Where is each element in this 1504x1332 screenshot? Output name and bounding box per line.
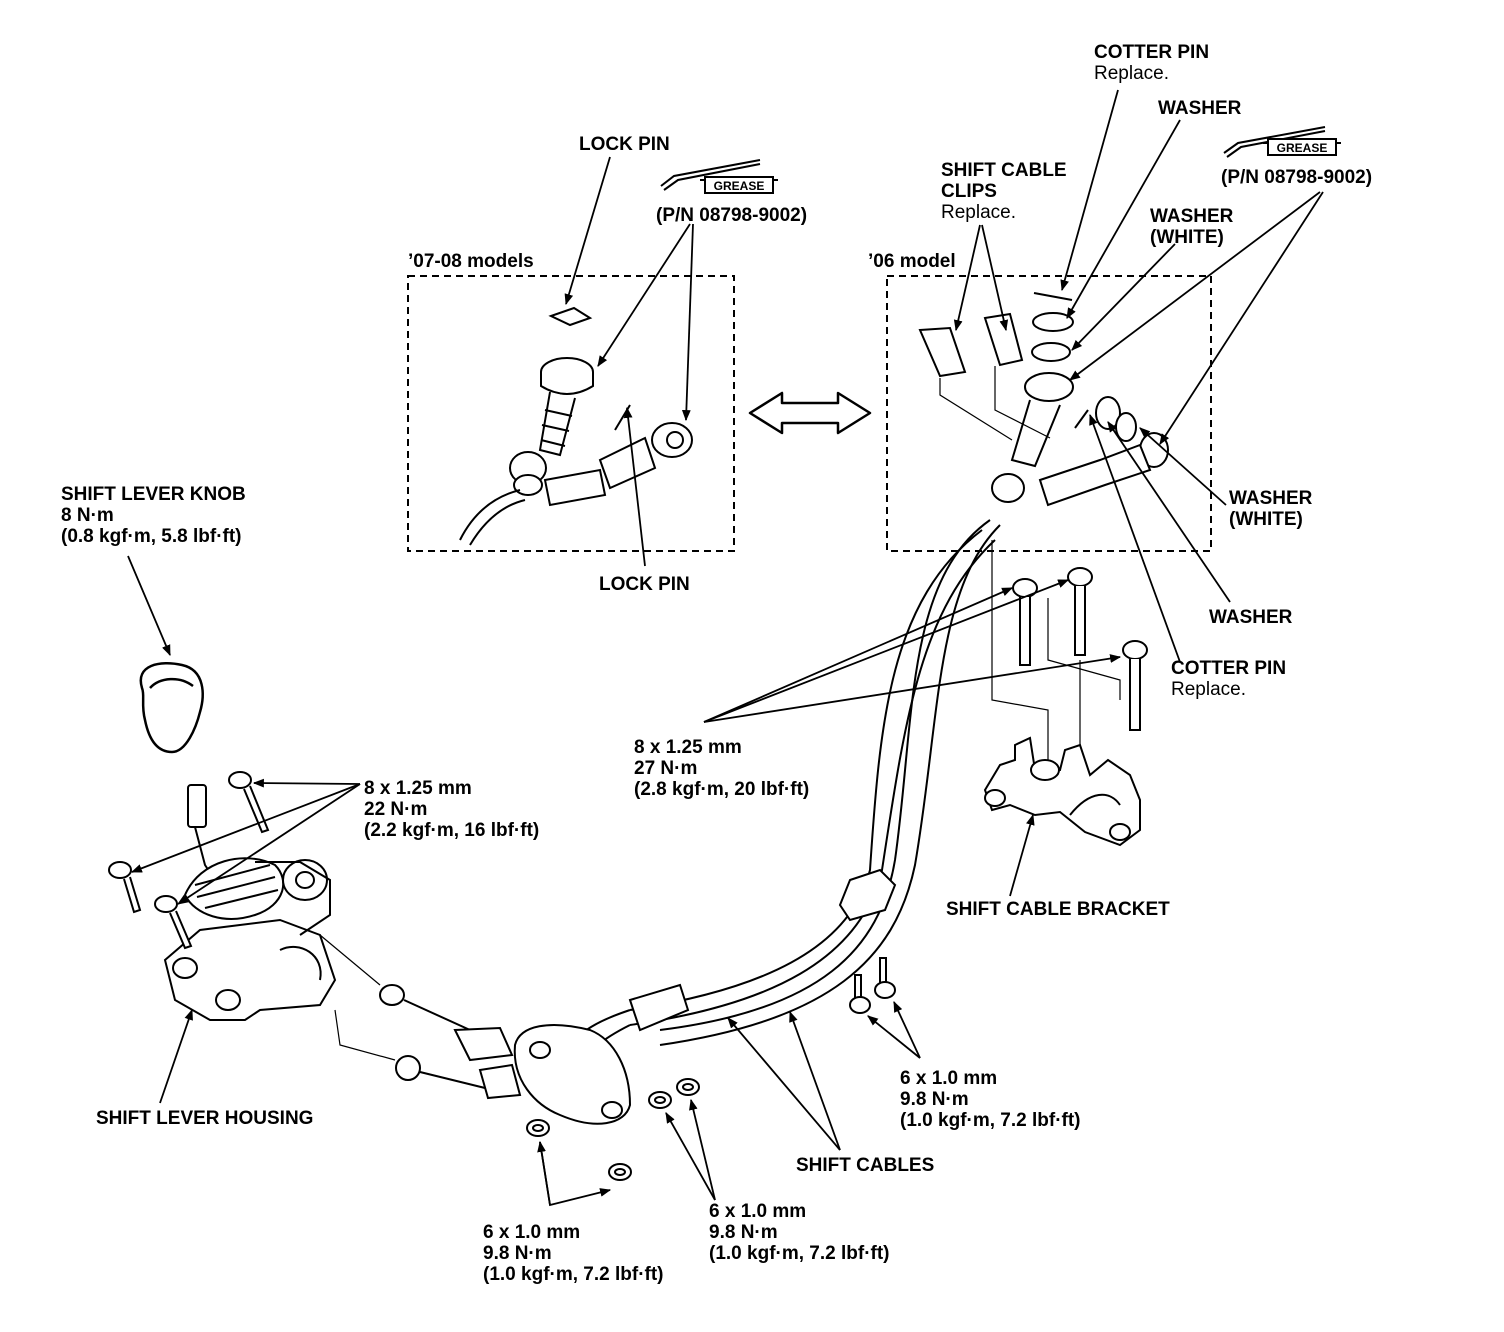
label-bracket-bolts: 8 x 1.25 mm 27 N·m (2.8 kgf·m, 20 lbf·ft… <box>634 737 810 800</box>
cable-end-fittings <box>379 984 632 1125</box>
label-washer-white-top: WASHER (WHITE) <box>1150 206 1234 248</box>
leader-arrows <box>127 89 1324 1207</box>
label-grease-part-left: (P/N 08798-9002) <box>656 205 808 226</box>
grease-tag-left: GREASE <box>714 179 765 193</box>
label-shift-cable-bracket: SHIFT CABLE BRACKET <box>946 899 1170 920</box>
label-washer-top: WASHER <box>1158 98 1242 119</box>
label-washer-white-right: WASHER (WHITE) <box>1229 488 1313 530</box>
label-grease-part-right: (P/N 08798-9002) <box>1221 167 1373 188</box>
label-right-bolts: 6 x 1.0 mm 9.8 N·m (1.0 kgf·m, 7.2 lbf·f… <box>900 1068 1081 1131</box>
grease-tube-icon-right: GREASE <box>1223 126 1341 158</box>
label-cotter-pin-right: COTTER PIN Replace. <box>1171 658 1287 700</box>
detail-box-06 <box>886 275 1212 552</box>
cable-mid-bracket <box>628 868 897 1032</box>
label-lock-pin-bottom: LOCK PIN <box>599 574 690 595</box>
nuts <box>526 1078 700 1181</box>
cable-bracket-bolts-lower <box>849 957 896 1014</box>
label-cotter-pin-top: COTTER PIN Replace. <box>1094 42 1210 84</box>
housing-bolts <box>108 771 270 950</box>
label-model-06: ’06 model <box>868 251 956 272</box>
label-shift-cables: SHIFT CABLES <box>796 1155 935 1176</box>
label-bottom-nuts-mid: 6 x 1.0 mm 9.8 N·m (1.0 kgf·m, 7.2 lbf·f… <box>709 1201 890 1264</box>
shift-cable-bracket <box>983 736 1141 847</box>
assembly-guide-lines <box>939 366 1121 760</box>
shift-lever-housing <box>163 784 337 1021</box>
label-shift-lever-housing: SHIFT LEVER HOUSING <box>96 1108 314 1129</box>
linkage-07-08 <box>459 306 693 546</box>
double-arrow-icon <box>748 391 872 435</box>
grease-tube-icon-left: GREASE <box>660 159 778 194</box>
label-shift-cable-clips: SHIFT CABLE CLIPS Replace. <box>941 160 1067 223</box>
label-bottom-nuts-left: 6 x 1.0 mm 9.8 N·m (1.0 kgf·m, 7.2 lbf·f… <box>483 1222 664 1285</box>
label-housing-bolts: 8 x 1.25 mm 22 N·m (2.2 kgf·m, 16 lbf·ft… <box>364 778 540 841</box>
grease-tag-right: GREASE <box>1277 141 1328 155</box>
label-lock-pin-top: LOCK PIN <box>579 134 670 155</box>
bracket-bolts <box>1012 567 1148 731</box>
label-models-07-08: ’07-08 models <box>408 251 534 272</box>
label-shift-lever-knob: SHIFT LEVER KNOB 8 N·m (0.8 kgf·m, 5.8 l… <box>61 484 246 547</box>
detail-box-07-08 <box>407 275 735 552</box>
dashed-cable-path <box>319 934 396 1061</box>
shift-lever-knob <box>139 661 204 754</box>
label-washer-right: WASHER <box>1209 607 1293 628</box>
